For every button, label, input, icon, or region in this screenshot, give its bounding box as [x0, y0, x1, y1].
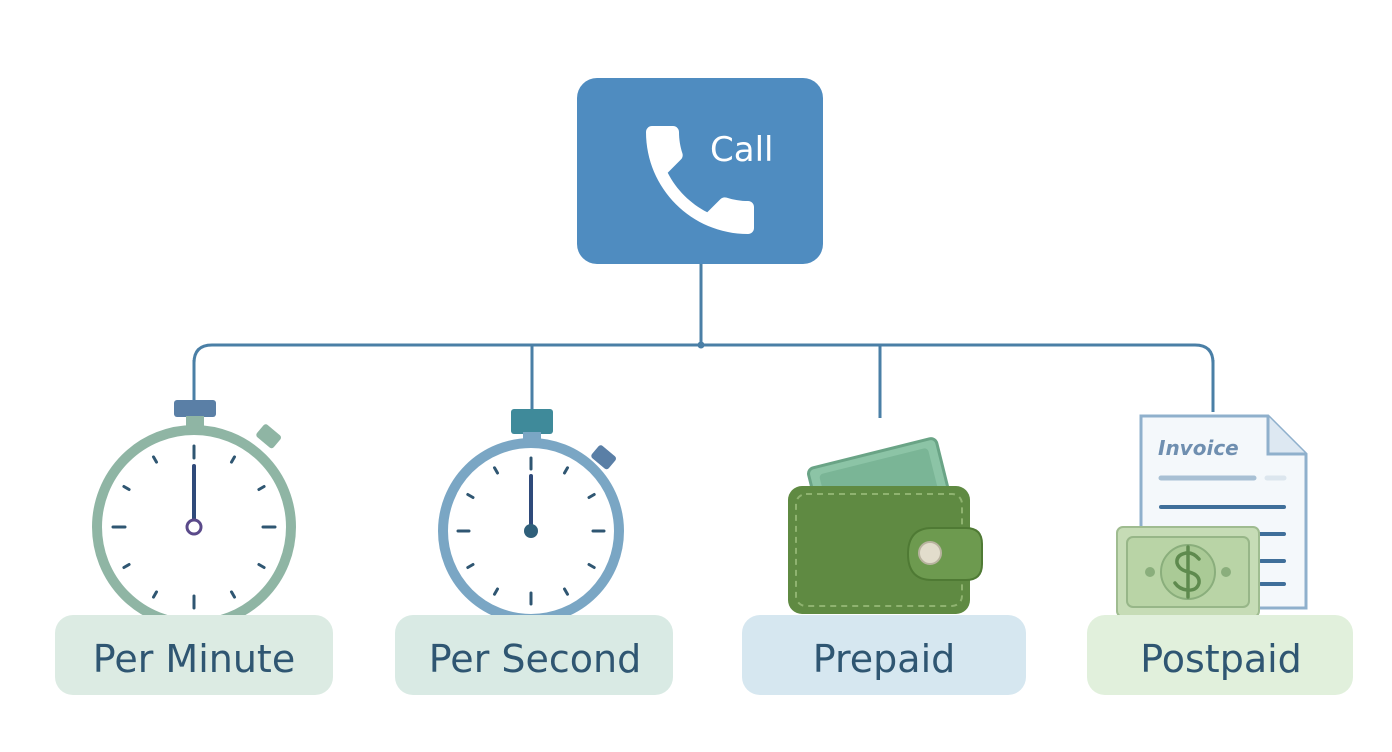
- stopwatch-pivot: [185, 518, 203, 536]
- dollar-sign-icon: [1173, 545, 1201, 599]
- wallet-body: [788, 486, 970, 614]
- root-node: Call: [577, 78, 823, 264]
- stopwatch-crown: [511, 409, 553, 434]
- pill-per-minute: [55, 615, 333, 695]
- wallet-icon: [788, 437, 983, 614]
- option-prepaid: Prepaid: [742, 615, 1026, 695]
- option-postpaid: Postpaid: [1087, 615, 1353, 695]
- option-per-second: Per Second: [395, 615, 673, 695]
- connector-lines: [192, 264, 1215, 418]
- phone-icon: [646, 126, 754, 234]
- connector-horizontal: [192, 343, 1215, 364]
- wallet-clasp: [906, 527, 983, 581]
- root-label: Call: [710, 130, 773, 170]
- pill-postpaid: [1087, 615, 1353, 695]
- wallet-stitch: [795, 493, 963, 607]
- stopwatch-icon: [438, 409, 624, 624]
- banknote-dot-left: [1145, 567, 1155, 577]
- pill-prepaid: [742, 615, 1026, 695]
- invoice-icon: Invoice: [1116, 414, 1308, 618]
- label-postpaid: Postpaid: [1140, 637, 1302, 681]
- label-prepaid: Prepaid: [813, 637, 956, 681]
- root-box: [577, 78, 823, 264]
- label-per-minute: Per Minute: [93, 637, 295, 681]
- stopwatch-side-button: [591, 445, 616, 470]
- wallet-snap: [918, 541, 942, 565]
- pill-per-second: [395, 615, 673, 695]
- stopwatch-crown: [174, 400, 216, 417]
- invoice-fold: [1266, 416, 1306, 456]
- stopwatch-icon: [92, 400, 296, 629]
- invoice-title: Invoice: [1158, 436, 1239, 460]
- option-per-minute: Per Minute: [55, 615, 333, 695]
- stopwatch-pivot: [524, 524, 538, 538]
- stopwatch-side-button: [256, 424, 281, 449]
- banknote-dot-right: [1221, 567, 1231, 577]
- label-per-second: Per Second: [429, 637, 642, 681]
- banknote-icon: [1116, 526, 1260, 618]
- stopwatch-ticks: [111, 444, 277, 610]
- stopwatch-ticks: [456, 456, 606, 606]
- stopwatch-crown-neck: [186, 416, 204, 428]
- connector-junction: [697, 341, 705, 349]
